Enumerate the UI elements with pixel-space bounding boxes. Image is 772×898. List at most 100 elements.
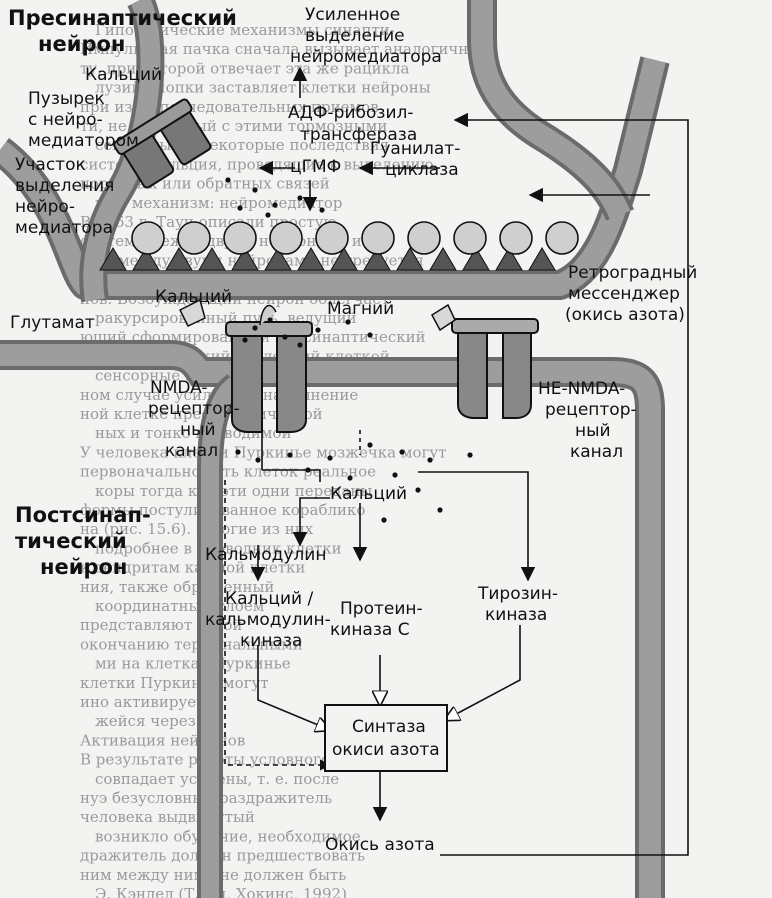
background-text-line: коры тогда как эти одни переданы: [95, 482, 372, 500]
calcium-ion-dot: [415, 487, 421, 493]
nos-box: [324, 704, 448, 772]
vesicle: [177, 221, 211, 255]
background-text-line: первоначально есть клеток реальное: [80, 463, 376, 481]
presynaptic-membrane: [0, 0, 670, 303]
calcium-ion-dot: [225, 177, 231, 183]
label-glutamate: Глутамат: [10, 313, 95, 333]
background-text-line: У человека клетки Пуркинье мозжечка могу…: [80, 443, 447, 461]
vesicle: [131, 221, 165, 255]
calcium-ion-dot: [252, 187, 258, 193]
label-calmodulin: Кальмодулин: [205, 545, 326, 565]
release-site-triangle: [462, 247, 490, 271]
release-site-triangle: [297, 247, 325, 271]
label-guanylate: Гуанилат-циклаза: [370, 139, 460, 180]
background-text-line: ино активирует: [80, 693, 204, 711]
background-text-line: человека выдвинутый: [80, 808, 255, 826]
release-site-triangle: [330, 247, 358, 271]
non-nmda-channel: [451, 318, 539, 419]
calcium-ion-dot: [392, 472, 398, 478]
arrows: [224, 66, 689, 856]
release-site-triangle: [495, 247, 523, 271]
vesicle: [407, 221, 441, 255]
presynaptic-calcium-channel: [113, 98, 212, 189]
vesicle: [269, 221, 303, 255]
calcium-ion-dot: [297, 342, 303, 348]
background-text-line: окончанию терминальными: [80, 635, 303, 653]
release-site-triangle: [165, 247, 193, 271]
label-tyrosine: Тирозин-киназа: [477, 584, 558, 625]
calcium-ion-dot: [242, 337, 248, 343]
postsynaptic-membrane: [0, 340, 665, 898]
vesicles: [131, 221, 579, 255]
calcium-ion-dot: [437, 507, 443, 513]
release-site-triangle: [429, 247, 457, 271]
label-no: Окись азота: [325, 835, 435, 855]
calcium-ion-dot: [367, 442, 373, 448]
background-text-line: ния, также обращенный: [80, 578, 274, 596]
label-pkc: Протеин-киназа С: [330, 599, 423, 640]
background-text-line: ми на клетках Пуркинье: [95, 655, 291, 673]
background-text-line: Гипотетические механизмы синапти-: [95, 21, 395, 39]
calcium-ion-dot: [427, 457, 433, 463]
label-cgmp: цГМФ: [290, 157, 341, 177]
vesicle: [453, 221, 487, 255]
calcium-ion-dot: [267, 317, 273, 323]
calcium-ion-dot: [252, 325, 258, 331]
calcium-ion-dot: [297, 195, 303, 201]
nmda-channel: [225, 304, 313, 433]
release-site-triangle: [231, 247, 259, 271]
label-calcium-bottom: Кальций: [330, 484, 407, 504]
vesicle: [315, 221, 349, 255]
release-site-triangle: [363, 247, 391, 271]
glutamate-molecule: [178, 298, 456, 332]
vesicle: [545, 221, 579, 255]
background-text-line: к дендритам каждой клетки: [80, 559, 305, 577]
background-text-line: на (рис. 15.6). Многие из них: [80, 520, 314, 538]
vesicle: [499, 221, 533, 255]
calcium-ion-dot: [347, 475, 353, 481]
background-text-line: жейся через: [95, 712, 196, 730]
vesicle: [361, 221, 395, 255]
calcium-ion-dot: [272, 202, 278, 208]
vesicle: [223, 221, 257, 255]
release-site-triangle: [264, 247, 292, 271]
release-site-triangle: [396, 247, 424, 271]
release-site-triangle: [198, 247, 226, 271]
background-text-line: возникло обучение, необходимое: [95, 827, 361, 845]
label-camk: Кальций /кальмодулин-киназа: [205, 589, 331, 651]
background-text-line: клетки Пуркинье могут: [80, 674, 269, 692]
calcium-ion-dot: [345, 319, 351, 325]
release-site-triangle: [528, 247, 556, 271]
label-magnesium: Магний: [327, 299, 394, 319]
calcium-ion-dot: [287, 452, 293, 458]
label-calcium-top: Кальций: [85, 65, 162, 85]
background-text-line: ный механизм: нейромедиатор: [95, 194, 342, 212]
background-text-line: лузий кнопки заставляет клетки нейроны: [95, 79, 431, 97]
release-sites: [99, 247, 556, 271]
calcium-ion-dot: [235, 449, 241, 455]
calcium-ion-dot: [381, 517, 387, 523]
background-text-line: Импульсная пачка сначала вызывает аналог…: [80, 40, 490, 58]
calcium-ion-dot: [282, 334, 288, 340]
calcium-ion-dot: [315, 327, 321, 333]
calcium-ion-dot: [237, 205, 243, 211]
calcium-ion-dot: [319, 207, 325, 213]
calcium-ion-dot: [255, 457, 261, 463]
label-adp-rt: АДФ-рибозил-трансфераза: [288, 103, 417, 145]
release-site-triangle: [132, 247, 160, 271]
calcium-ion-dot: [367, 332, 373, 338]
label-calcium-mid: Кальций: [155, 287, 232, 307]
calcium-ion-dot: [265, 212, 271, 218]
calcium-ion-dot: [467, 452, 473, 458]
release-site-triangle: [99, 247, 127, 271]
